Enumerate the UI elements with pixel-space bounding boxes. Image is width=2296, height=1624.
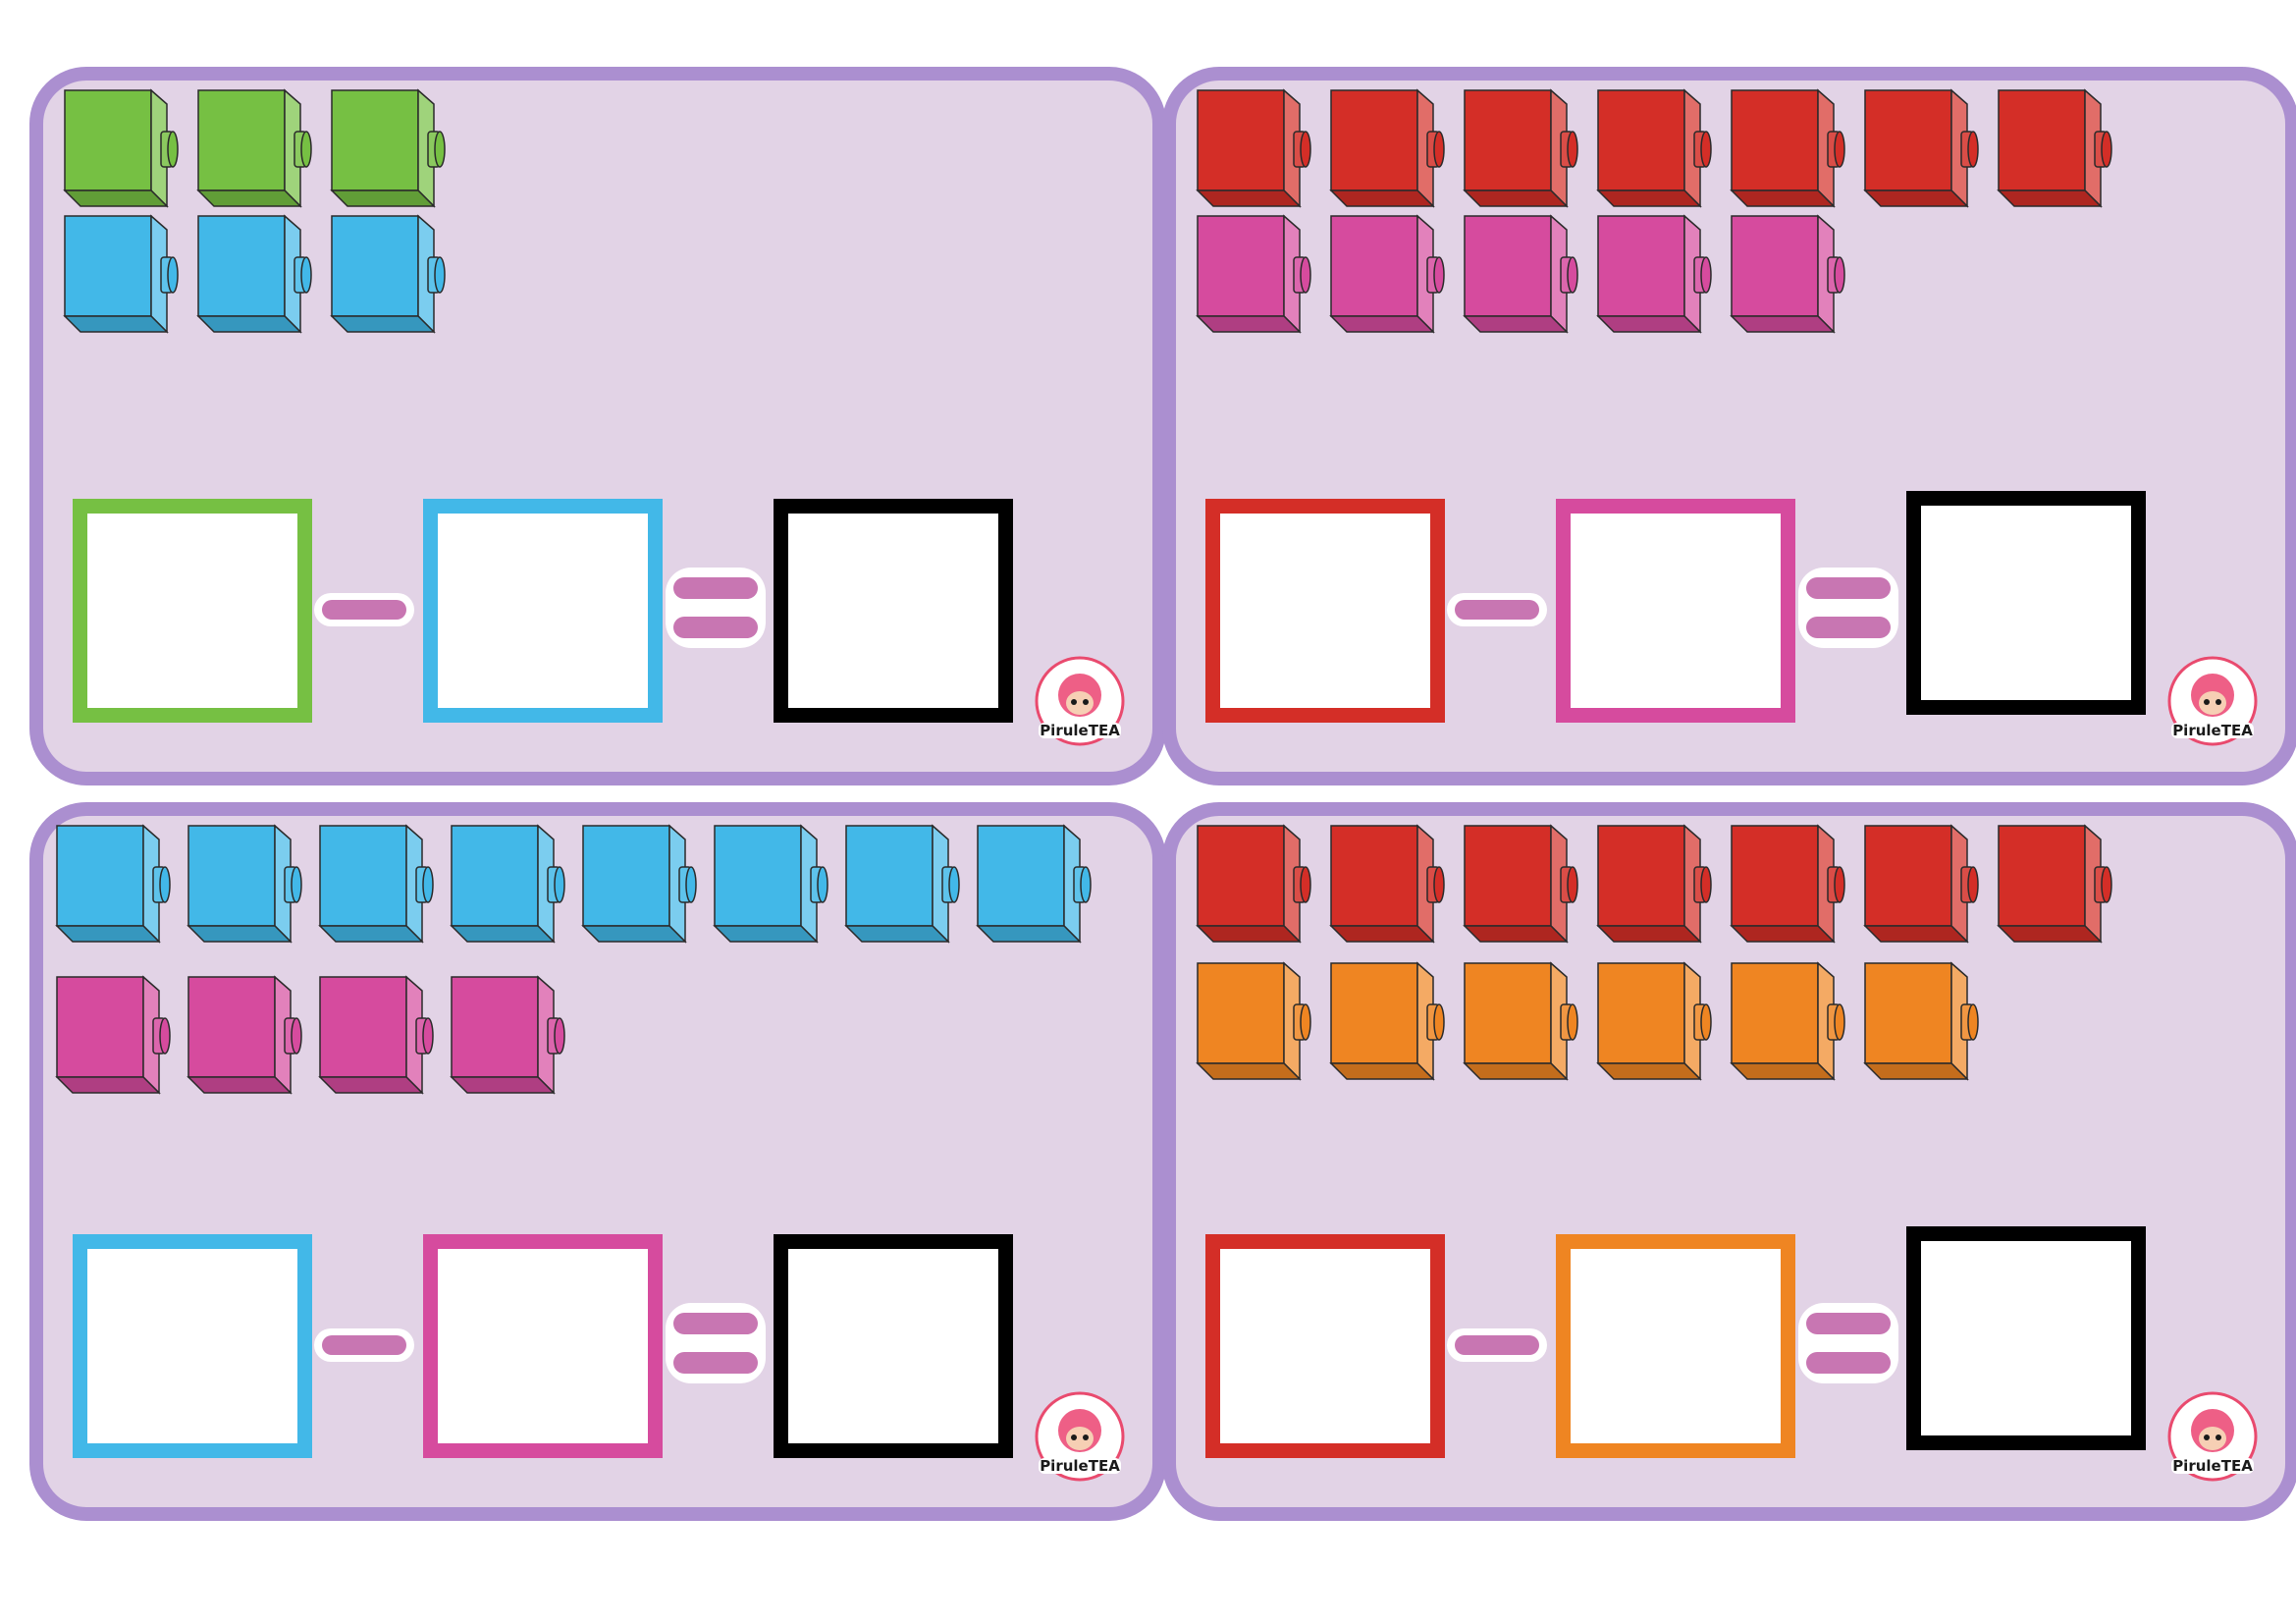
cube-icon: [1463, 88, 1578, 208]
answer-box[interactable]: [774, 1234, 1013, 1458]
cube-icon: [1596, 961, 1712, 1081]
cube-icon: [1196, 961, 1311, 1081]
cube-icon: [1730, 214, 1845, 334]
cube-icon: [1596, 214, 1712, 334]
cube-icon: [1196, 214, 1311, 334]
cube-icon: [581, 824, 697, 944]
cube-icon: [1730, 961, 1845, 1081]
cube-icon: [1463, 824, 1578, 944]
number-box[interactable]: [1556, 499, 1795, 723]
equals-icon: [1798, 568, 1898, 648]
equals-icon: [1798, 1303, 1898, 1383]
number-box[interactable]: [1205, 1234, 1445, 1458]
cube-icon: [63, 88, 179, 208]
cube-icon: [1196, 88, 1311, 208]
worksheet-card-3: PiruleTEA: [29, 802, 1166, 1521]
equals-icon: [666, 568, 766, 648]
cube-icon: [187, 824, 302, 944]
cube-icon: [1596, 88, 1712, 208]
logo-text: PiruleTEA: [1040, 1457, 1120, 1475]
logo-text: PiruleTEA: [2172, 1457, 2253, 1475]
cube-icon: [844, 824, 960, 944]
minus-icon: [1447, 1328, 1547, 1362]
cube-icon: [1863, 961, 1979, 1081]
number-box[interactable]: [73, 1234, 312, 1458]
minus-icon: [314, 1328, 414, 1362]
cube-icon: [318, 824, 434, 944]
worksheet-card-4: PiruleTEA: [1162, 802, 2296, 1521]
cube-icon: [1196, 824, 1311, 944]
cube-icon: [450, 975, 565, 1095]
piruletea-logo-icon: PiruleTEA: [1035, 1391, 1125, 1482]
cube-icon: [196, 214, 312, 334]
cube-icon: [713, 824, 828, 944]
number-box[interactable]: [423, 1234, 663, 1458]
cube-icon: [187, 975, 302, 1095]
worksheet-card-1: PiruleTEA: [29, 67, 1166, 785]
cube-icon: [1329, 214, 1445, 334]
piruletea-logo-icon: PiruleTEA: [2167, 656, 2258, 746]
cube-icon: [1997, 824, 2112, 944]
cube-icon: [330, 214, 446, 334]
cube-icon: [1463, 961, 1578, 1081]
piruletea-logo-icon: PiruleTEA: [2167, 1391, 2258, 1482]
cube-icon: [1463, 214, 1578, 334]
minus-icon: [314, 593, 414, 626]
cube-icon: [55, 975, 171, 1095]
answer-box[interactable]: [1906, 1226, 2146, 1450]
number-box[interactable]: [73, 499, 312, 723]
number-box[interactable]: [1556, 1234, 1795, 1458]
logo-text: PiruleTEA: [1040, 722, 1120, 739]
cube-icon: [196, 88, 312, 208]
cube-icon: [1596, 824, 1712, 944]
cube-icon: [1863, 88, 1979, 208]
answer-box[interactable]: [1906, 491, 2146, 715]
answer-box[interactable]: [774, 499, 1013, 723]
cube-icon: [63, 214, 179, 334]
equals-icon: [666, 1303, 766, 1383]
number-box[interactable]: [1205, 499, 1445, 723]
cube-icon: [450, 824, 565, 944]
logo-text: PiruleTEA: [2172, 722, 2253, 739]
cube-icon: [1863, 824, 1979, 944]
cube-icon: [976, 824, 1092, 944]
cube-icon: [1730, 824, 1845, 944]
cube-icon: [1329, 88, 1445, 208]
cube-icon: [318, 975, 434, 1095]
cube-icon: [55, 824, 171, 944]
cube-icon: [330, 88, 446, 208]
cube-icon: [1329, 961, 1445, 1081]
cube-icon: [1730, 88, 1845, 208]
cube-icon: [1997, 88, 2112, 208]
piruletea-logo-icon: PiruleTEA: [1035, 656, 1125, 746]
worksheet-card-2: PiruleTEA: [1162, 67, 2296, 785]
number-box[interactable]: [423, 499, 663, 723]
cube-icon: [1329, 824, 1445, 944]
minus-icon: [1447, 593, 1547, 626]
